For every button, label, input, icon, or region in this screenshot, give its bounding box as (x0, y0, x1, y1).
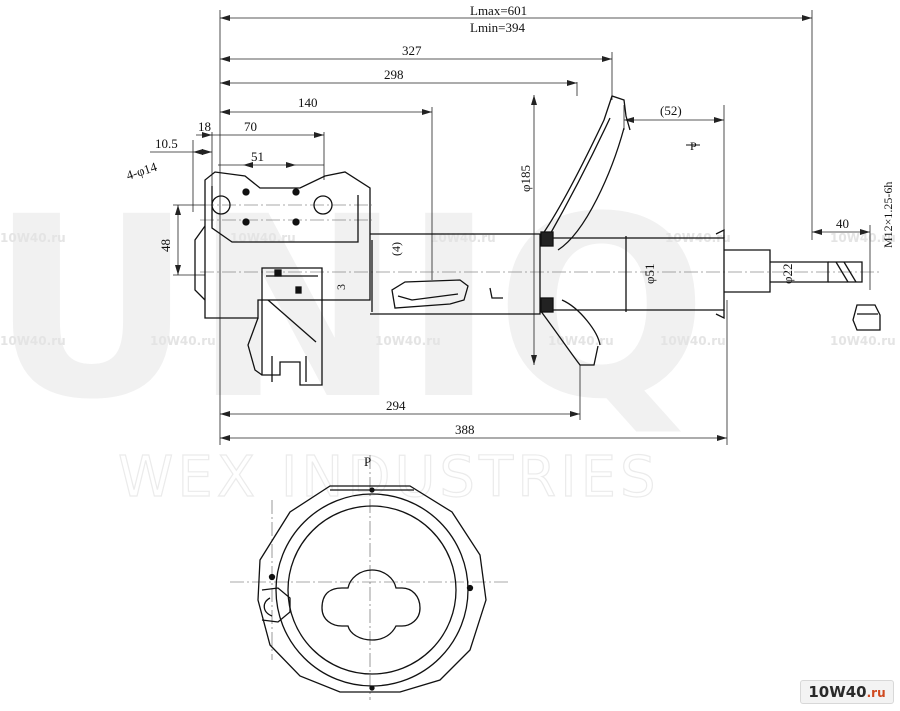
watermark-site-3: 10W40.ru (430, 231, 496, 245)
watermark-layer: UNIQ WEX INDUSTRIES 10W40.ru 10W40.ru 10… (0, 163, 896, 511)
dim-phi22: φ22 (780, 263, 795, 284)
strut-side-view (194, 95, 881, 386)
dim-388: 388 (455, 422, 475, 437)
watermark-site-9: 10W40.ru (548, 334, 614, 348)
strut-top-view (257, 485, 487, 693)
dim-4: (4) (389, 242, 403, 256)
site-logo: 10W40.ru (800, 680, 894, 704)
site-logo-main: 10W40 (808, 683, 867, 701)
dim-p-bottom: P (364, 454, 371, 469)
watermark-site-11: 10W40.ru (830, 334, 896, 348)
watermark-site-8: 10W40.ru (375, 334, 441, 348)
watermark-site-5: 10W40.ru (830, 231, 896, 245)
dim-18: 18 (198, 119, 211, 134)
dim-lmax: Lmax=601 (470, 3, 527, 18)
dim-40: 40 (836, 216, 849, 231)
site-logo-suffix: .ru (866, 686, 886, 700)
dim-lmin: Lmin=394 (470, 20, 525, 35)
dim-10-5: 10.5 (155, 136, 178, 151)
dim-52: (52) (660, 103, 682, 118)
watermark-site-6: 10W40.ru (0, 334, 66, 348)
dim-140: 140 (298, 95, 318, 110)
dim-327: 327 (402, 43, 422, 58)
dim-294: 294 (386, 398, 406, 413)
watermark-site-2: 10W40.ru (230, 231, 296, 245)
watermark-site-1: 10W40.ru (0, 231, 66, 245)
dimension-lines (150, 10, 871, 445)
arrowheads (175, 15, 870, 441)
watermark-company: WEX INDUSTRIES (118, 445, 660, 510)
dim-70: 70 (244, 119, 257, 134)
dim-3: 3 (334, 284, 348, 290)
watermark-brand: UNIQ (0, 163, 708, 454)
watermark-site-10: 10W40.ru (660, 334, 726, 348)
dim-298: 298 (384, 67, 404, 82)
dim-51: 51 (251, 149, 264, 164)
dim-185: φ185 (518, 165, 533, 192)
dim-48: 48 (158, 239, 173, 252)
dimension-texts: Lmax=601 Lmin=394 327 298 140 18 70 10.5… (124, 3, 895, 469)
dim-thread: M12×1.25-6h (881, 182, 895, 248)
dim-p-top: P (690, 139, 697, 153)
dim-phi51: φ51 (642, 263, 657, 284)
watermark-site-7: 10W40.ru (150, 334, 216, 348)
